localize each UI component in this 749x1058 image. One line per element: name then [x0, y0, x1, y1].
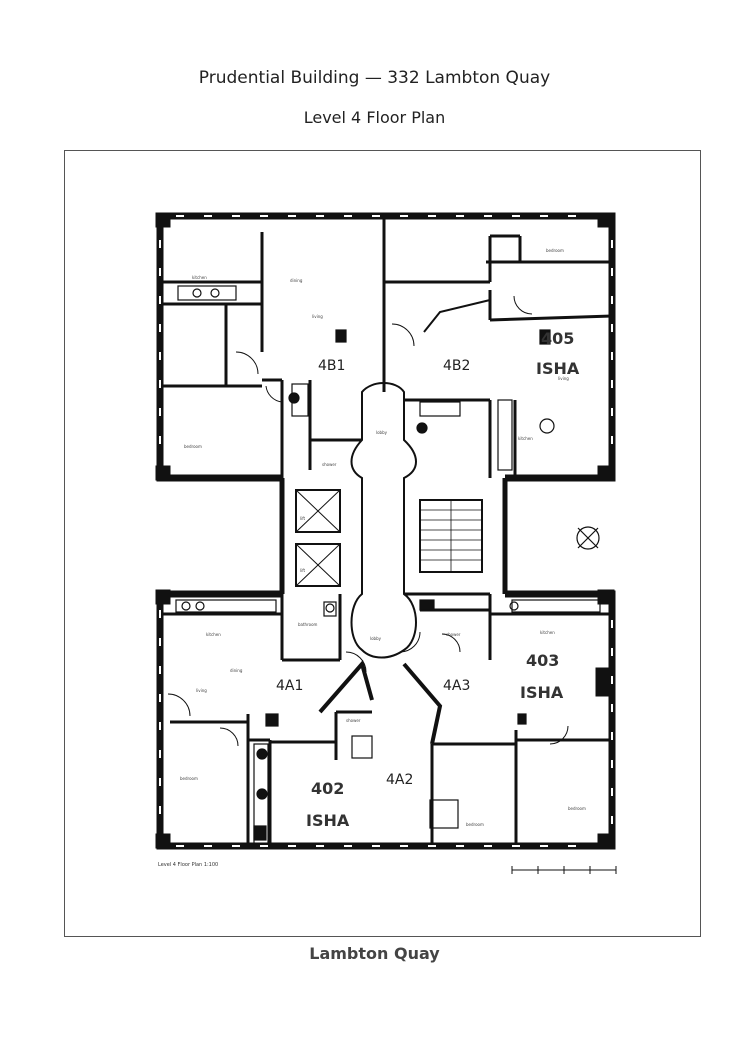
north-arrow-icon: [576, 526, 600, 550]
room-labels: kitchen living dining bedroom shower bed…: [180, 248, 586, 827]
lower-block-walls: [155, 589, 616, 850]
lobby-label-lower: lobby: [370, 636, 382, 641]
core-walls: [279, 382, 508, 659]
unit-labels: 4B1 4B2 405 ISHA 4A1 4A3 403 ISHA 4A2 40…: [158, 329, 580, 868]
unit-4a3-label: 4A3: [443, 678, 470, 694]
unit-403-number: 403: [526, 651, 559, 670]
dining-label-4b1: dining: [290, 278, 303, 283]
bedroom-label-4a3: bedroom: [568, 806, 586, 811]
scale-bar: [511, 866, 617, 874]
kitchen-label-4b1: kitchen: [192, 275, 207, 280]
kitchen-label-4b2: kitchen: [518, 436, 533, 441]
bedroom-label-4b1: bedroom: [184, 444, 202, 449]
unit-405-owner: ISHA: [536, 359, 580, 378]
lift-label-1: lift: [300, 516, 306, 521]
street-label: Lambton Quay: [309, 944, 440, 963]
bedroom-label-4a1: bedroom: [180, 776, 198, 781]
kitchen-label-4a3: kitchen: [540, 630, 555, 635]
bedroom-label-4b2: bedroom: [546, 248, 564, 253]
plan-caption: Level 4 Floor Plan 1:100: [158, 862, 218, 868]
unit-402-owner: ISHA: [306, 811, 350, 830]
living-label-4b2: living: [558, 376, 569, 381]
unit-4a1-label: 4A1: [276, 678, 303, 694]
fixtures: [175, 285, 601, 845]
bedroom-label-4a2: bedroom: [466, 822, 484, 827]
lower-interior-walls: [160, 592, 612, 846]
living-label-4b1: living: [312, 314, 323, 319]
upper-interior-walls: [160, 232, 613, 478]
unit-403-owner: ISHA: [520, 683, 564, 702]
unit-402-number: 402: [311, 779, 344, 798]
plan-frame: [64, 150, 701, 937]
upper-block-walls: [155, 212, 616, 482]
lift-label-2: lift: [300, 568, 306, 573]
plan-title: Level 4 Floor Plan: [303, 108, 446, 127]
unit-405-number: 405: [541, 329, 574, 348]
door-swings: [167, 295, 569, 747]
unit-4b1-label: 4B1: [318, 358, 345, 374]
unit-4b2-label: 4B2: [443, 358, 470, 374]
shower-label-4a2: shower: [346, 718, 361, 723]
bathroom-label-4a1: bathroom: [298, 622, 318, 627]
lobby-label-upper: lobby: [376, 430, 388, 435]
kitchen-label-4a1: kitchen: [206, 632, 221, 637]
shower-label-4a3: shower: [446, 632, 461, 637]
living-label-4a1: living: [196, 688, 207, 693]
building-title: Prudential Building — 332 Lambton Quay: [198, 68, 551, 88]
unit-4a2-label: 4A2: [386, 772, 413, 788]
windows: [159, 215, 613, 847]
shower-label-4b1: shower: [322, 462, 337, 467]
dining-label-4a1: dining: [230, 668, 243, 673]
